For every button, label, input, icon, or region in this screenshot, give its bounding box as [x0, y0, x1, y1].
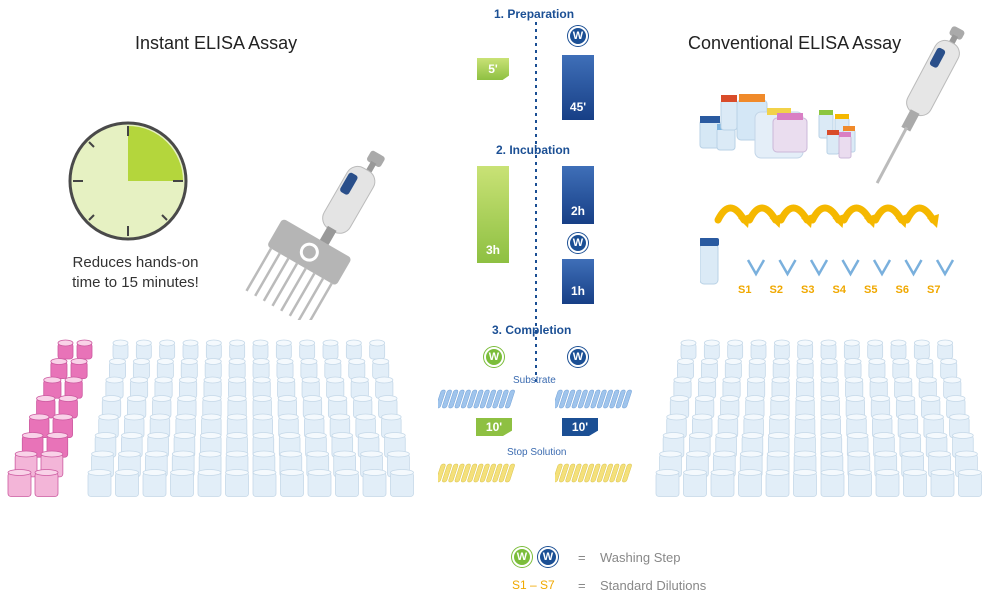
dilution-label-s6: S6	[895, 284, 909, 296]
conventional-microplate	[655, 339, 982, 497]
wash-badge-blue-1: W	[568, 26, 588, 46]
clock-icon	[68, 121, 188, 241]
legend-equals-2: =	[578, 578, 586, 593]
stop-strip-left	[438, 463, 515, 483]
instant-microplate	[7, 339, 414, 497]
stop-solution-label: Stop Solution	[507, 447, 567, 458]
stage-completion: 3. Completion	[492, 323, 572, 337]
serial-dilution-diagram	[700, 204, 955, 285]
conventional-incubation-bar-2: 1h	[562, 259, 594, 304]
stage-incubation: 2. Incubation	[496, 143, 571, 157]
legend-washing-step: Washing Step	[600, 550, 681, 565]
conventional-incubation-bar-1: 2h	[562, 166, 594, 224]
legend-standard-dilutions: Standard Dilutions	[600, 578, 707, 593]
caption-line-2: time to 15 minutes!	[72, 274, 199, 291]
substrate-label: Substrate	[513, 375, 556, 386]
dilution-label-s4: S4	[832, 284, 846, 296]
instant-substrate-time: 10'	[476, 418, 512, 436]
dilution-label-s7: S7	[927, 284, 941, 296]
wash-badge-blue-3: W	[568, 347, 588, 367]
legend-equals-1: =	[578, 550, 586, 565]
dilution-label-s2: S2	[769, 284, 783, 296]
instant-prep-bar: 5'	[477, 58, 509, 80]
substrate-strip-left	[438, 389, 515, 409]
multichannel-pipette-icon	[245, 150, 385, 320]
legend-wash-badge-green: W	[512, 547, 532, 567]
reagent-bottles-icon	[699, 94, 856, 159]
dilution-label-s5: S5	[864, 284, 878, 296]
stage-preparation: 1. Preparation	[494, 7, 575, 21]
dilution-labels: S1 S2 S3 S4 S5 S6 S7	[730, 284, 960, 300]
caption-line-1: Reduces hands-on	[72, 254, 199, 271]
conventional-title: Conventional ELISA Assay	[688, 33, 902, 53]
instant-incubation-bar: 3h	[477, 166, 509, 263]
conventional-substrate-time: 10'	[562, 418, 598, 436]
substrate-strip-right	[555, 389, 632, 409]
instant-title: Instant ELISA Assay	[135, 33, 298, 53]
wash-badge-green: W	[484, 347, 504, 367]
legend-dilution-range: S1 – S7	[512, 578, 555, 592]
conventional-prep-bar: 45'	[562, 55, 594, 120]
dilution-label-s3: S3	[801, 284, 815, 296]
legend-wash-badge-blue: W	[538, 547, 558, 567]
dilution-label-s1: S1	[738, 284, 752, 296]
stop-strip-right	[555, 463, 632, 483]
single-channel-pipette-icon	[875, 26, 965, 184]
wash-badge-blue-2: W	[568, 233, 588, 253]
